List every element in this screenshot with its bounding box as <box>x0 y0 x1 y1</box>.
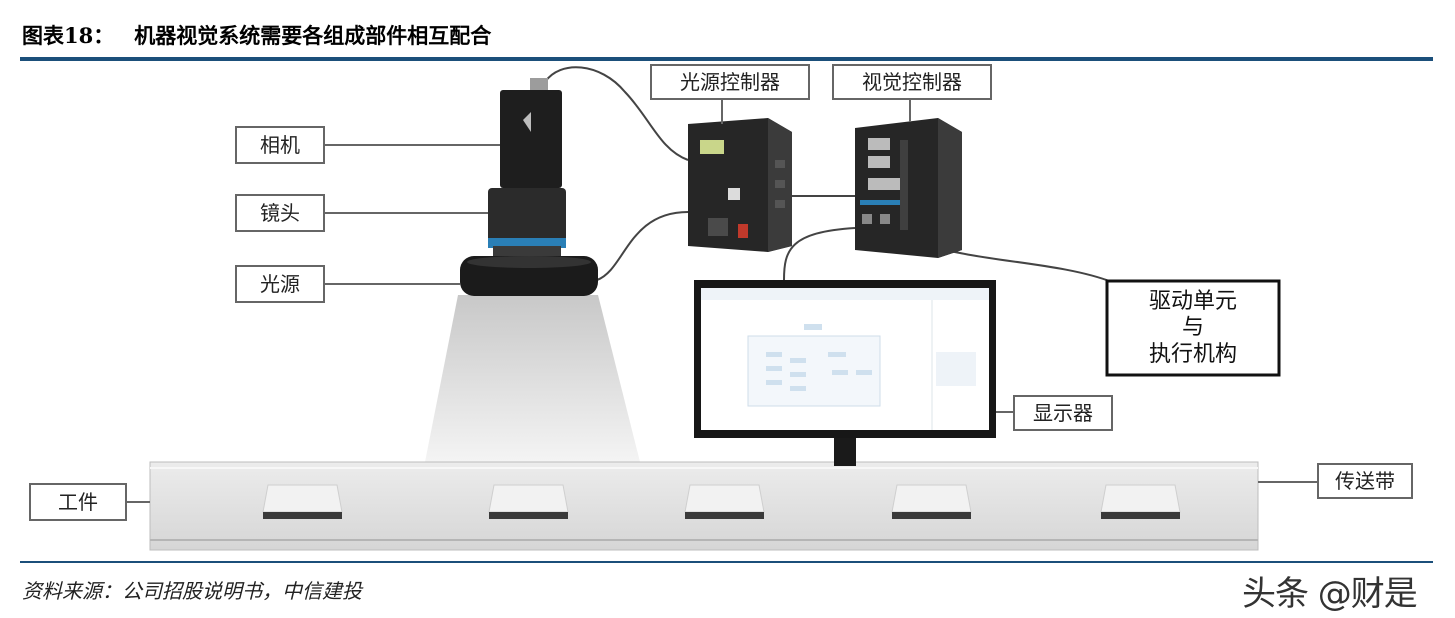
workpiece-label: 工件 <box>58 490 98 514</box>
conveyor-label: 传送带 <box>1335 469 1395 493</box>
label-leaders <box>126 99 1318 503</box>
workpiece <box>262 484 343 519</box>
drive-label-line2: 与 <box>1182 315 1204 340</box>
workpiece <box>891 484 972 519</box>
vision-controller-label: 视觉控制器 <box>862 70 962 94</box>
figure-title: 图表18： 机器视觉系统需要各组成部件相互配合 <box>22 20 491 50</box>
drive-label-line1: 驱动单元 <box>1149 289 1237 314</box>
workpiece-label-box: 工件 <box>29 483 127 521</box>
ring-light <box>460 256 598 296</box>
vision-controller-device <box>855 118 962 258</box>
light-cable <box>596 211 689 281</box>
monitor-label-box: 显示器 <box>1013 395 1113 431</box>
figure-label: 图表18： <box>22 23 115 48</box>
bottom-rule <box>20 561 1433 563</box>
watermark: 头条 @财是 <box>1242 574 1418 614</box>
workpiece <box>488 484 569 519</box>
vision-controller-label-box: 视觉控制器 <box>832 64 992 100</box>
workpiece <box>1100 484 1181 519</box>
camera-label: 相机 <box>260 133 300 157</box>
monitor-label: 显示器 <box>1033 401 1093 425</box>
drive-unit-label-box: 驱动单元 与 执行机构 <box>1105 279 1281 377</box>
cables <box>544 66 1113 283</box>
light-beam <box>425 295 640 462</box>
source-note: 资料来源：公司招股说明书，中信建投 <box>22 579 362 603</box>
lens-label: 镜头 <box>260 201 300 225</box>
camera <box>500 78 562 188</box>
lens <box>488 188 566 256</box>
light-source-label-box: 光源 <box>235 265 325 303</box>
lens-label-box: 镜头 <box>235 194 325 232</box>
top-rule <box>20 57 1433 61</box>
conveyor-label-box: 传送带 <box>1317 463 1413 499</box>
workpiece <box>684 484 765 519</box>
monitor-cable <box>783 227 856 281</box>
light-controller-device <box>688 118 792 252</box>
figure-title-text: 机器视觉系统需要各组成部件相互配合 <box>134 23 492 48</box>
light-controller-label: 光源控制器 <box>680 70 780 94</box>
monitor <box>694 280 996 466</box>
light-controller-label-box: 光源控制器 <box>650 64 810 100</box>
light-source-label: 光源 <box>260 272 300 296</box>
drive-label-line3: 执行机构 <box>1149 342 1237 367</box>
camera-label-box: 相机 <box>235 126 325 164</box>
camera-cable <box>544 66 689 161</box>
